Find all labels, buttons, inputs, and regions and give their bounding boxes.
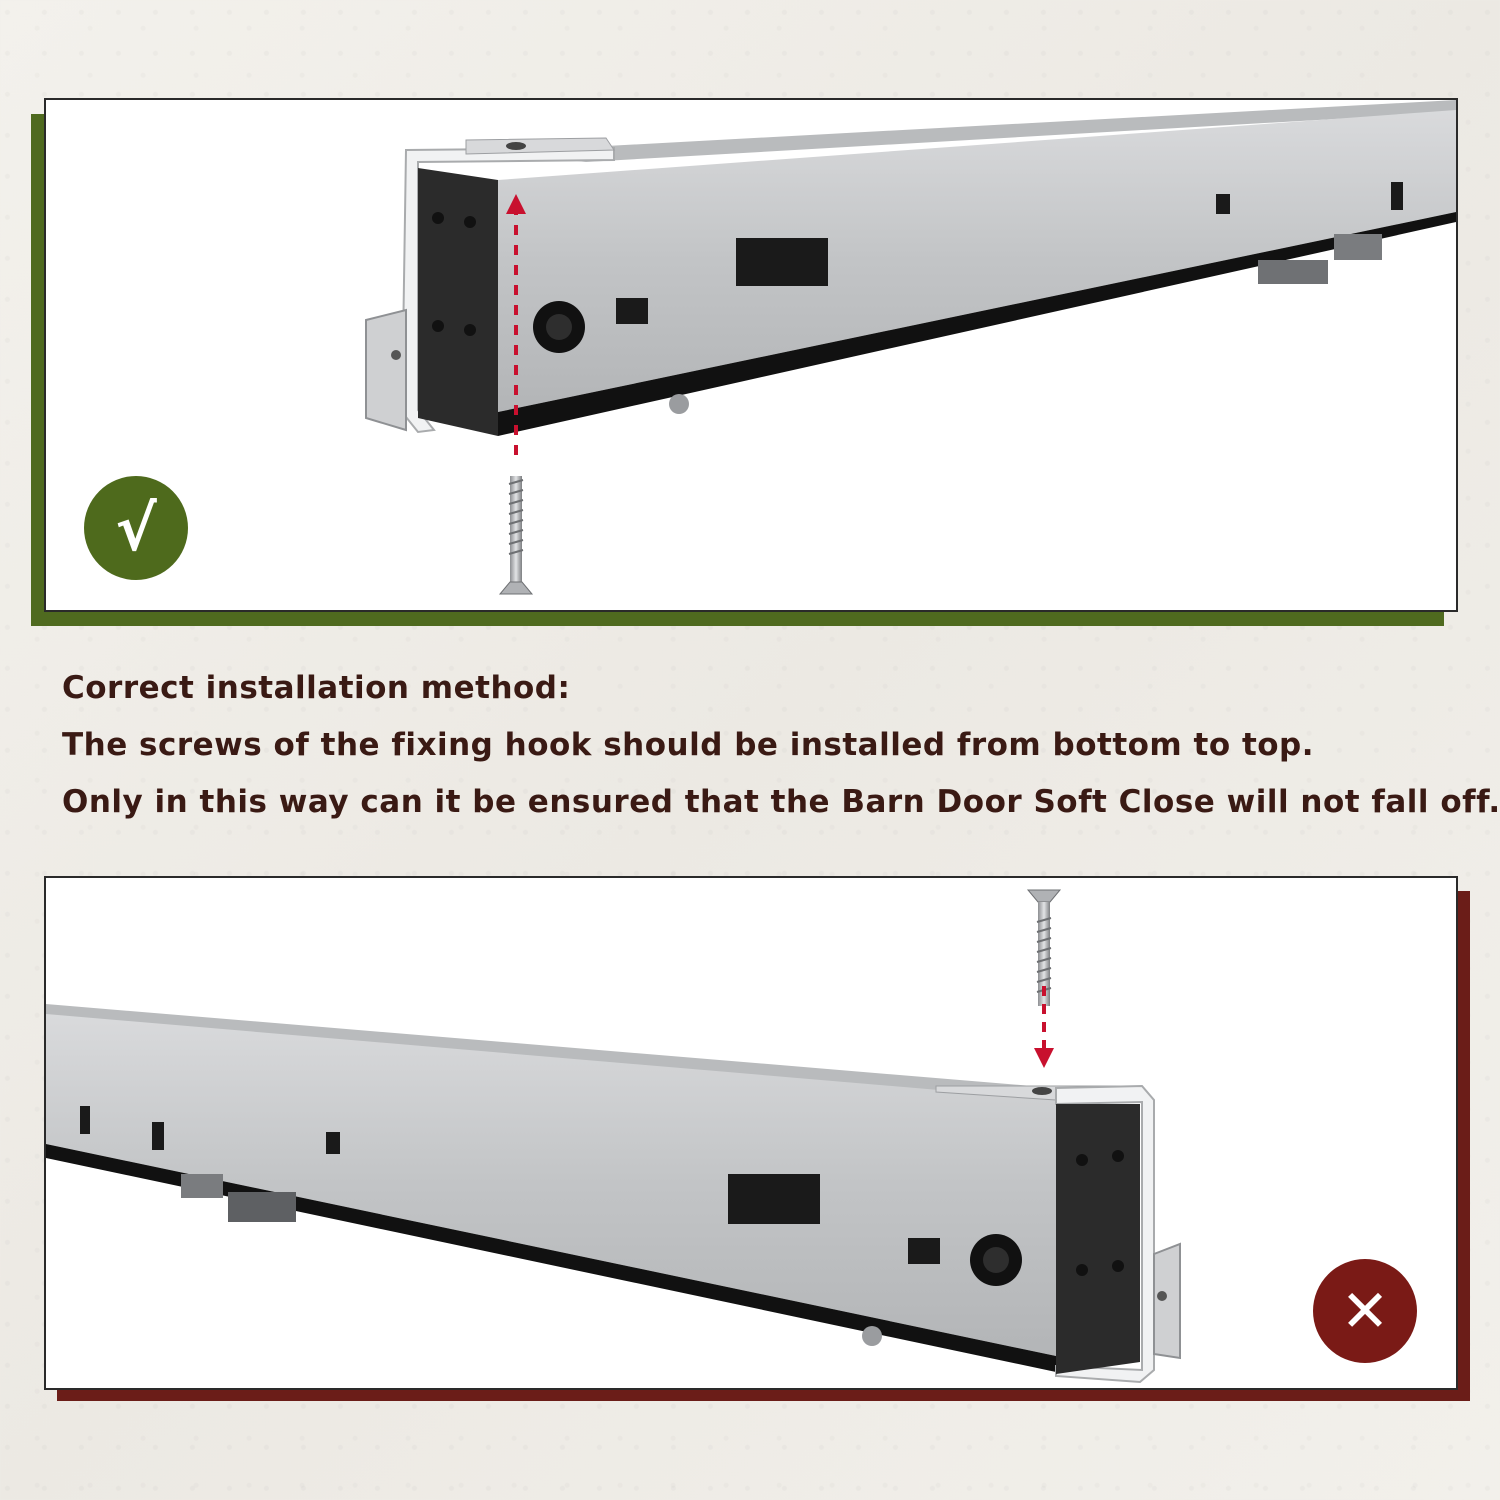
- rail-body: [46, 1014, 1056, 1356]
- arrow-head-up: [506, 194, 526, 214]
- rail-slot: [152, 1122, 164, 1150]
- rail-hole-inner: [546, 314, 572, 340]
- incorrect-installation-panel: [44, 876, 1458, 1390]
- rail-body: [498, 110, 1456, 412]
- hook-tab-hole: [391, 350, 401, 360]
- rail-slot: [326, 1132, 340, 1154]
- rail-end-cap: [1056, 1104, 1140, 1374]
- top-plate-hole: [1032, 1087, 1052, 1095]
- correct-installation-illustration: [365, 100, 1456, 595]
- rail-bottom-strip: [498, 212, 1456, 436]
- rail-foot: [181, 1174, 223, 1198]
- incorrect-installation-illustration: [46, 889, 1181, 1384]
- hook-tab: [1153, 1242, 1181, 1360]
- arrow-head-down: [1034, 1048, 1054, 1068]
- rail-bottom-strip: [46, 1144, 1056, 1372]
- rail-slot: [728, 1174, 820, 1224]
- rail-top-face: [46, 1004, 1056, 1100]
- screw-head: [1026, 889, 1062, 903]
- rail-slot: [736, 238, 828, 286]
- rail-foot: [1334, 234, 1382, 260]
- caption-line-3: Only in this way can it be ensured that …: [62, 784, 1500, 820]
- rail-slot: [1391, 182, 1403, 210]
- rail-foot: [1258, 260, 1328, 284]
- rail-slot: [908, 1238, 940, 1264]
- caption-line-2: The screws of the fixing hook should be …: [62, 727, 1315, 763]
- rail-slot: [616, 298, 648, 324]
- rail-end-cap: [418, 168, 498, 436]
- top-plate: [465, 137, 615, 155]
- top-plate-hole: [506, 142, 526, 150]
- hook-tab: [365, 308, 407, 432]
- correct-installation-panel: [44, 98, 1458, 612]
- check-mark-icon: √: [84, 476, 188, 580]
- rail-hole-inner: [983, 1247, 1009, 1273]
- caption-title: Correct installation method:: [62, 670, 571, 706]
- rail-foot: [228, 1192, 296, 1222]
- rail-slot: [80, 1106, 90, 1134]
- rail-wheel: [862, 1326, 882, 1346]
- fixing-hook: [1055, 1084, 1155, 1384]
- screw-threads: [508, 479, 524, 555]
- rail-wheel: [669, 394, 689, 414]
- rail-slot: [1216, 194, 1230, 214]
- hook-tab-hole: [1157, 1291, 1167, 1301]
- cross-mark-icon: ✕: [1313, 1259, 1417, 1363]
- screw-head: [498, 581, 534, 595]
- rail-top-face: [496, 100, 1456, 162]
